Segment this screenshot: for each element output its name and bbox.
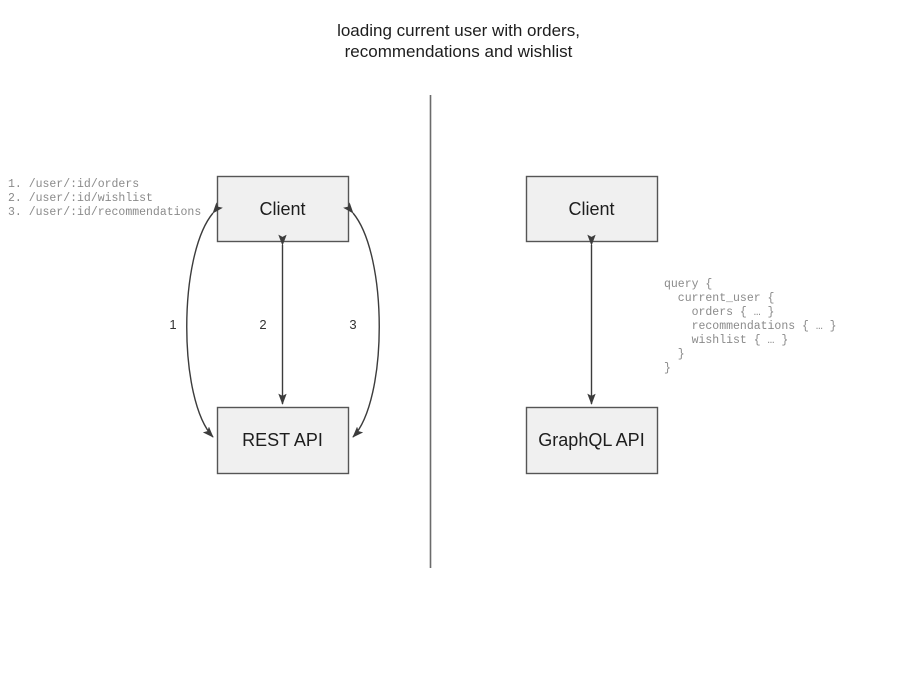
node-graphql-api xyxy=(525,406,659,475)
edge-3-curve xyxy=(343,202,380,438)
rest-endpoints-list: 1. /user/:id/orders 2. /user/:id/wishlis… xyxy=(8,178,202,219)
edge-1-curve xyxy=(186,202,223,438)
graphql-query-code: query { current_user { orders { … } reco… xyxy=(664,278,837,375)
edge-number-1: 1 xyxy=(169,317,177,332)
node-client-right xyxy=(525,175,659,243)
edge-number-3: 3 xyxy=(349,317,357,332)
node-client-left xyxy=(216,175,350,243)
edge-number-2: 2 xyxy=(259,317,267,332)
page-title: loading current user with orders, recomm… xyxy=(337,21,580,61)
node-rest-api xyxy=(216,406,350,475)
